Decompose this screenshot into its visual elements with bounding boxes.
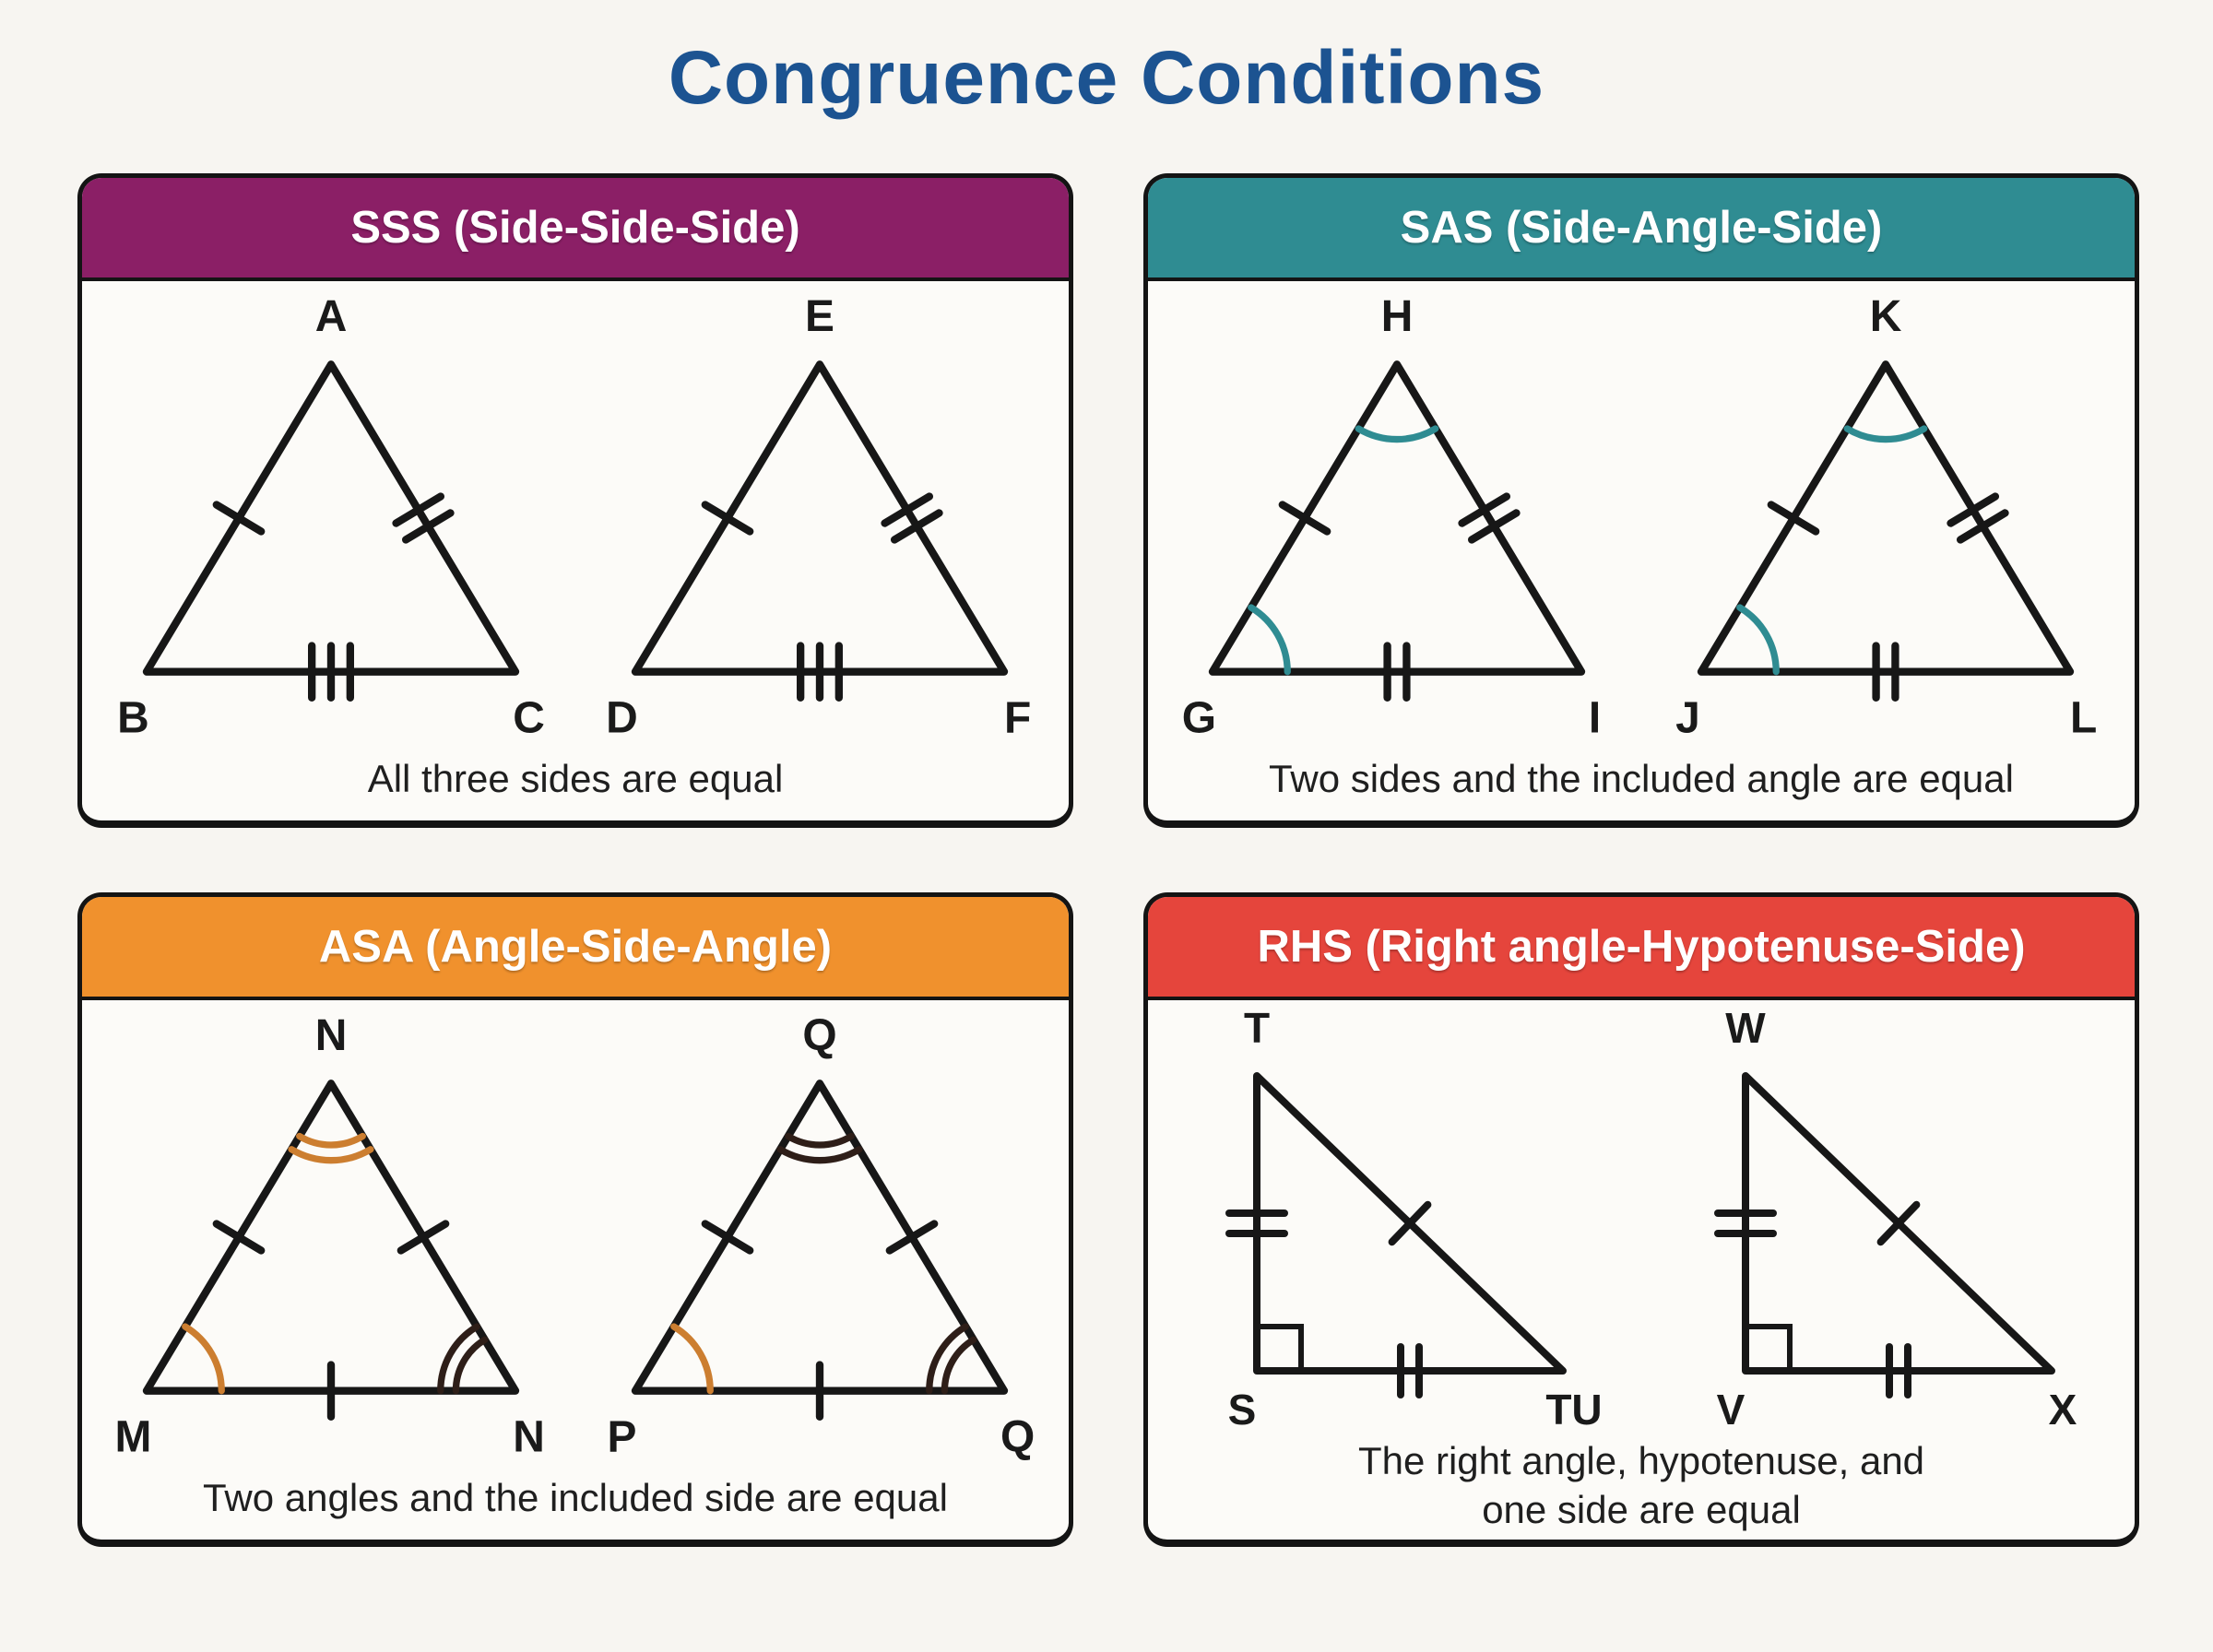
card-rhs-body: T S TU: [1148, 1000, 2135, 1540]
tick-marks-bottom-side: [797, 642, 843, 702]
tick-marks-right-side: [392, 492, 455, 544]
angle-arc-bottom-right-double: [437, 1323, 489, 1395]
vertex-label: V: [1717, 1386, 1746, 1434]
vertex-label: G: [1182, 693, 1216, 742]
card-asa-header: ASA (Angle-Side-Angle): [82, 897, 1069, 1000]
vertex-label: Q: [1000, 1412, 1035, 1461]
card-asa: ASA (Angle-Side-Angle): [77, 892, 1073, 1547]
vertex-label: B: [117, 693, 149, 742]
tick-marks-right-side: [1458, 492, 1521, 544]
card-rhs-caption: The right angle, hypotenuse, and one sid…: [1357, 1439, 1925, 1531]
card-rhs-title: RHS (Right angle-Hypotenuse-Side): [1257, 922, 2026, 972]
card-sas-header: SAS (Side-Angle-Side): [1148, 178, 2135, 281]
triangle-def: E D F: [606, 292, 1031, 742]
tick-marks-left-side: [1225, 1210, 1288, 1237]
sas-triangles: H G I: [1166, 283, 2116, 753]
triangle-outline: [631, 360, 1009, 676]
tick-marks-left-side: [212, 501, 266, 536]
tick-marks-left-side: [212, 1220, 266, 1255]
tick-marks-right-side: [396, 1220, 450, 1255]
card-sss-caption: All three sides are equal: [367, 757, 784, 800]
triangle-outline: [142, 360, 520, 676]
vertex-label: T: [1244, 1004, 1270, 1052]
vertex-label: C: [513, 693, 545, 742]
tick-marks-right-side: [881, 492, 943, 544]
vertex-label: L: [2070, 693, 2097, 742]
vertex-label: F: [1004, 693, 1031, 742]
vertex-label: TU: [1545, 1386, 1602, 1434]
card-sss-header: SSS (Side-Side-Side): [82, 178, 1069, 281]
card-asa-caption: Two angles and the included side are equ…: [203, 1476, 948, 1519]
vertex-label: Q: [802, 1011, 836, 1060]
tick-marks-bottom-side: [308, 642, 355, 702]
vertex-label: J: [1675, 693, 1700, 742]
vertex-label: M: [114, 1412, 151, 1461]
vertex-label: A: [315, 292, 348, 341]
card-sss: SSS (Side-Side-Side): [77, 173, 1073, 828]
angle-arc-apex-double: [288, 1132, 374, 1164]
page-title: Congruence Conditions: [668, 36, 1545, 120]
vertex-label: S: [1228, 1386, 1257, 1434]
vertex-label: X: [2049, 1386, 2077, 1434]
card-asa-body: N M N: [82, 1000, 1069, 1540]
vertex-label: P: [607, 1412, 636, 1461]
triangle-jkl: K J L: [1675, 292, 2097, 742]
vertex-label: I: [1589, 693, 1601, 742]
triangle-mnn: N M N: [114, 1011, 545, 1461]
vertex-label: N: [513, 1412, 545, 1461]
triangle-stu: T S TU: [1225, 1004, 1603, 1434]
sss-triangles: A B C: [101, 283, 1050, 753]
angle-arc-bottom-left: [182, 1323, 225, 1395]
vertex-label: K: [1870, 292, 1902, 341]
triangle-abc: A B C: [117, 292, 545, 742]
card-sas-caption: Two sides and the included angle are equ…: [1269, 757, 2014, 800]
angle-arc-apex-double: [776, 1132, 863, 1164]
vertex-label: N: [315, 1011, 348, 1060]
angle-arc-apex: [1843, 425, 1928, 443]
vertex-label: W: [1725, 1004, 1766, 1052]
tick-marks-bottom-side: [1383, 642, 1411, 702]
cards-grid: SSS (Side-Side-Side): [0, 173, 2213, 1547]
tick-marks-bottom-side: [1397, 1343, 1423, 1398]
card-sas: SAS (Side-Angle-Side): [1143, 173, 2139, 828]
card-sss-title: SSS (Side-Side-Side): [350, 203, 800, 253]
asa-triangles: N M N: [101, 1002, 1050, 1472]
angle-arc-bottom-right-double: [926, 1323, 977, 1395]
triangle-ghi: H G I: [1182, 292, 1601, 742]
tick-mark-hypotenuse: [1876, 1200, 1921, 1246]
card-rhs-header: RHS (Right angle-Hypotenuse-Side): [1148, 897, 2135, 1000]
tick-marks-left-side: [1278, 501, 1331, 536]
angle-arc-bottom-left: [1248, 604, 1291, 676]
vertex-label: D: [606, 693, 638, 742]
vertex-label: E: [805, 292, 834, 341]
card-sss-body: A B C: [82, 281, 1069, 820]
rhs-triangles: T S TU: [1166, 1002, 2116, 1435]
tick-marks-bottom-side: [1872, 642, 1899, 702]
tick-marks-left-side: [1714, 1210, 1777, 1237]
card-sas-body: H G I: [1148, 281, 2135, 820]
triangle-pqq: Q P Q: [607, 1011, 1035, 1461]
tick-mark-hypotenuse: [1388, 1200, 1432, 1246]
angle-arc-bottom-left: [670, 1323, 714, 1395]
tick-marks-left-side: [1767, 501, 1820, 536]
card-sas-title: SAS (Side-Angle-Side): [1400, 203, 1883, 253]
tick-marks-right-side: [1947, 492, 2009, 544]
angle-arc-apex: [1355, 425, 1439, 443]
card-asa-title: ASA (Angle-Side-Angle): [318, 922, 833, 972]
tick-marks-bottom-side: [1886, 1343, 1911, 1398]
right-angle-square: [1746, 1324, 1793, 1371]
right-angle-square: [1257, 1324, 1304, 1371]
tick-marks-right-side: [885, 1220, 939, 1255]
angle-arc-bottom-left: [1736, 604, 1780, 676]
triangle-vwx: W V X: [1714, 1004, 2077, 1434]
tick-marks-left-side: [701, 1220, 754, 1255]
tick-marks-left-side: [701, 501, 754, 536]
card-rhs: RHS (Right angle-Hypotenuse-Side): [1143, 892, 2139, 1547]
vertex-label: H: [1381, 292, 1414, 341]
